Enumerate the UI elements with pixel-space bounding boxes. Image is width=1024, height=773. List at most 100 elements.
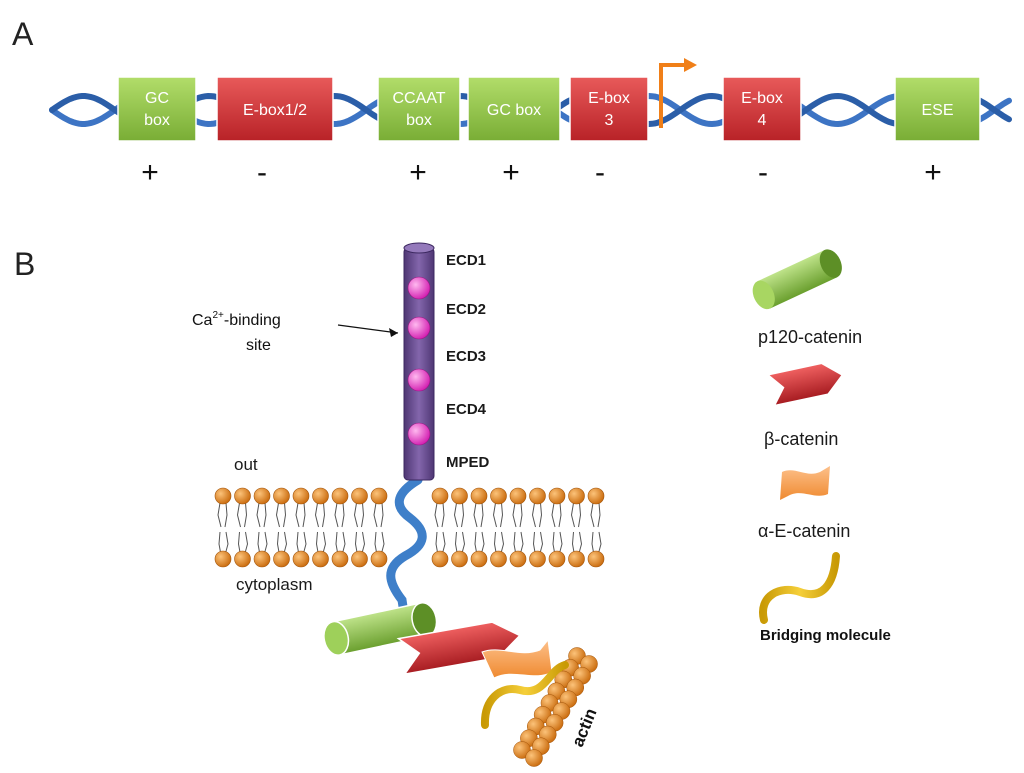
lipid-head-outer (509, 487, 527, 505)
promoter-box-ese: ESE (894, 76, 981, 142)
effect-sign-gc1: + (141, 156, 159, 189)
bridging-molecule-shape (480, 661, 569, 729)
arrow-icon (769, 364, 842, 405)
lipid-head-outer (214, 487, 232, 505)
calcium-prefix: Ca (192, 312, 213, 329)
calcium-ion (407, 276, 431, 300)
lipid-head-outer (292, 487, 310, 505)
lipid-head-inner (214, 550, 232, 568)
lipid-head-outer (568, 487, 585, 505)
lipid-head-inner (253, 550, 271, 568)
lipid-head-inner (509, 550, 527, 568)
lipid-head-inner (568, 550, 585, 568)
actin-label: actin (568, 706, 600, 750)
calcium-superscript: 2+ (212, 310, 224, 321)
lipid-head-outer (331, 487, 349, 505)
lipid-tails (512, 502, 524, 556)
catenin-complex: actin (323, 602, 601, 767)
promoter-box-ccaat: CCAAT box (377, 76, 461, 142)
lipid-tails (373, 502, 385, 556)
effect-sign-ebox4: - (758, 156, 768, 189)
lipid-tails (314, 502, 327, 556)
lipid-tails (473, 502, 485, 556)
lipid-head-inner (470, 550, 488, 568)
lipid-tails (295, 502, 307, 556)
legend-label-beta: β-catenin (764, 429, 838, 449)
wavy-block-icon (780, 466, 830, 500)
lipid-tails (256, 502, 268, 556)
lipid-tails (570, 502, 583, 556)
lipid-tails (236, 502, 249, 556)
lipid-head-inner (234, 550, 251, 568)
lipid-tails (590, 502, 602, 556)
regulatory-effects: + - + + - - + (141, 156, 942, 189)
lipid-head-inner (431, 550, 449, 568)
lipid-bilayer (214, 487, 605, 568)
legend-label-alpha: α-E-catenin (758, 521, 850, 541)
cadherin-ectodomain (403, 242, 435, 481)
effect-sign-ebox3: - (595, 156, 605, 189)
effect-sign-ccaat: + (409, 156, 427, 189)
legend-label-bridge: Bridging molecule (760, 627, 891, 644)
promoter-label-line2: 3 (605, 112, 614, 129)
lipid-head-inner (451, 550, 468, 568)
lipid-head-inner (273, 550, 290, 568)
lipid-head-outer (470, 487, 488, 505)
s-curve-icon (759, 552, 840, 624)
p120-catenin-shape (323, 602, 438, 656)
panel-b-letter: B (14, 246, 35, 282)
promoter-label-line2: box (406, 112, 432, 129)
domain-label-ecd4: ECD4 (446, 401, 487, 418)
lipid-head-inner (292, 550, 310, 568)
lipid-head-outer (234, 487, 251, 505)
lipid-head-inner (529, 550, 546, 568)
lipid-head-outer (273, 487, 290, 505)
effect-sign-gc2: + (502, 156, 520, 189)
actin-monomer (525, 749, 543, 767)
alpha-catenin-shape (481, 638, 553, 679)
promoter-label-line2: 4 (758, 112, 767, 129)
promoter-label-line1: E-box (741, 90, 783, 107)
domain-label-ecd3: ECD3 (446, 348, 486, 365)
lipid-head-outer (351, 487, 368, 505)
lipid-head-outer (529, 487, 546, 505)
tss-arrow-icon (659, 58, 697, 128)
legend-label-p120: p120-catenin (758, 327, 862, 347)
panel-a-letter: A (12, 16, 34, 52)
cylinder-icon (752, 249, 842, 310)
promoter-label-line1: CCAAT (392, 90, 445, 107)
calcium-sites (407, 276, 431, 446)
effect-sign-ebox12: - (257, 156, 267, 189)
lipid-tails (551, 502, 563, 556)
svg-text:Ca2+-binding: Ca2+-binding (192, 310, 281, 329)
lipid-head-outer (587, 487, 605, 505)
promoter-label-line1: GC (145, 90, 169, 107)
lipid-head-outer (431, 487, 449, 505)
calcium-suffix: -binding (224, 312, 281, 329)
domain-label-mped: MPED (446, 454, 490, 471)
calcium-ion (407, 368, 431, 392)
lipid-head-inner (587, 550, 605, 568)
lipid-head-outer (253, 487, 271, 505)
domain-label-ecd2: ECD2 (446, 301, 486, 318)
lipid-head-inner (312, 550, 329, 568)
domain-label-ecd1: ECD1 (446, 252, 486, 269)
lipid-head-outer (370, 487, 388, 505)
promoter-box-gc2: GC box (467, 76, 561, 142)
lipid-tails (434, 502, 446, 556)
promoter-label: GC box (487, 102, 541, 119)
lipid-head-outer (451, 487, 468, 505)
calcium-ion (407, 316, 431, 340)
lipid-head-inner (370, 550, 388, 568)
promoter-label: ESE (921, 102, 953, 119)
lipid-head-outer (312, 487, 329, 505)
lipid-head-inner (331, 550, 349, 568)
membrane-out-label: out (234, 455, 258, 474)
lipid-tails (217, 502, 229, 556)
lipid-head-inner (548, 550, 566, 568)
effect-sign-ese: + (924, 156, 942, 189)
